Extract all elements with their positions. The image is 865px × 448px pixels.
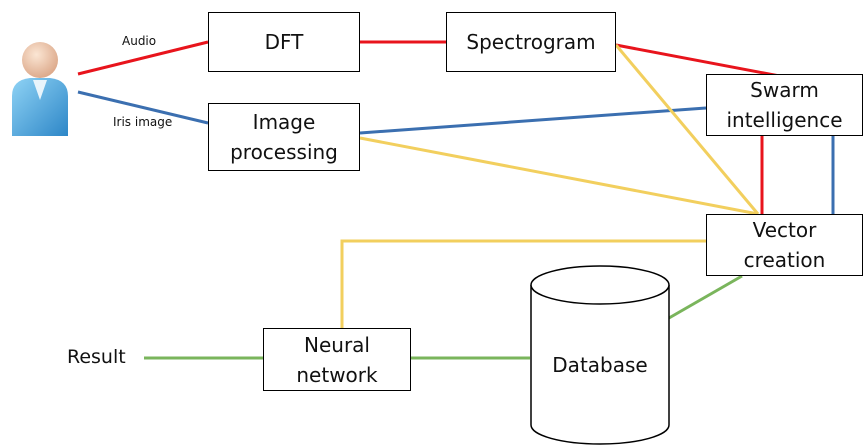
neural-line1: Neural	[304, 332, 370, 357]
spectrogram-node[interactable]: Spectrogram	[446, 12, 616, 72]
database-top	[530, 265, 670, 305]
dft-node[interactable]: DFT	[208, 12, 360, 72]
edge-spectrogram-swarm	[615, 43, 791, 80]
swarm-line2: intelligence	[726, 108, 843, 132]
vector-line1: Vector	[752, 218, 817, 242]
database-body	[530, 285, 670, 445]
dft-node-label: DFT	[264, 30, 304, 54]
vector-line2: creation	[743, 248, 826, 272]
spectrogram-node-label: Spectrogram	[466, 30, 596, 54]
image-processing-line2: processing	[230, 140, 338, 164]
vector-creation-node[interactable]: Vector creation	[706, 214, 863, 276]
image-processing-line1: Image	[252, 110, 316, 134]
database-cylinder[interactable]	[530, 265, 670, 445]
edge-vector-neural	[340, 239, 706, 328]
image-processing-node[interactable]: Image processing	[208, 103, 360, 171]
neural-network-node[interactable]: Neural network	[263, 328, 411, 391]
edge-user-imageproc	[77, 90, 209, 125]
edge-imageproc-swarm	[359, 106, 707, 135]
edge-imageproc-vector	[359, 136, 759, 216]
user-icon	[12, 42, 68, 136]
edge-spectrogram-vector	[614, 44, 760, 215]
database-label: Database	[552, 353, 648, 377]
audio-label: Audio	[122, 34, 157, 48]
swarm-line1: Swarm	[750, 78, 819, 102]
edge-user-dft	[77, 40, 209, 76]
neural-line2: network	[296, 362, 378, 387]
iris-image-label: Iris image	[113, 115, 173, 129]
swarm-intelligence-node[interactable]: Swarm intelligence	[706, 74, 863, 136]
result-label: Result	[67, 346, 126, 368]
edge-database-vector	[668, 274, 743, 320]
